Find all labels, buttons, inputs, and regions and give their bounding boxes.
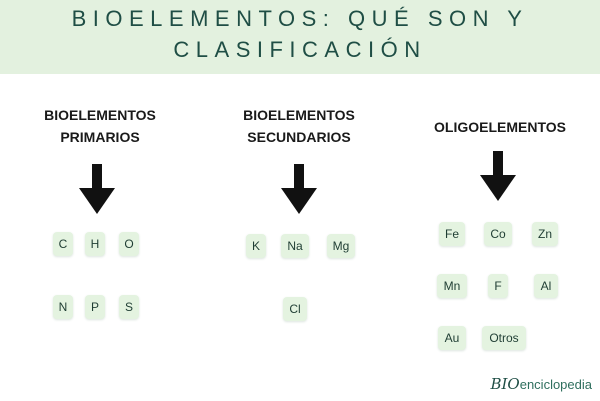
brand-site-name: enciclopedia (519, 377, 592, 392)
column-title-secundarios: BIOELEMENTOS SECUNDARIOS (214, 104, 384, 148)
column-title-line-2: SECUNDARIOS (247, 129, 351, 145)
element-chip-otros: Otros (482, 326, 526, 350)
element-chip-al: Al (534, 274, 558, 298)
element-chip-mn: Mn (437, 274, 467, 298)
element-chip-p: P (85, 295, 105, 319)
column-title-line-1: BIOELEMENTOS (243, 107, 355, 123)
down-arrow-icon (281, 164, 317, 214)
element-chip-n: N (53, 295, 73, 319)
element-chip-mg: Mg (327, 234, 355, 258)
brand-logo: BIOenciclopedia (490, 375, 592, 393)
element-chip-c: C (53, 232, 73, 256)
element-chip-na: Na (281, 234, 309, 258)
down-arrow-icon (79, 164, 115, 214)
element-chip-f: F (488, 274, 508, 298)
page-title-line-2: CLASIFICACIÓN (173, 37, 427, 62)
element-chip-zn: Zn (532, 222, 558, 246)
title-banner: BIOELEMENTOS: QUÉ SON Y CLASIFICACIÓN (0, 0, 600, 74)
down-arrow-icon (480, 151, 516, 201)
page-title-line-1: BIOELEMENTOS: QUÉ SON Y (71, 6, 529, 31)
element-chip-o: O (119, 232, 139, 256)
element-chip-h: H (85, 232, 105, 256)
column-title-line-1: BIOELEMENTOS (44, 107, 156, 123)
element-chip-s: S (119, 295, 139, 319)
element-chip-cl: Cl (283, 297, 307, 321)
column-title-primarios: BIOELEMENTOS PRIMARIOS (15, 104, 185, 148)
column-title-line-2: PRIMARIOS (60, 129, 140, 145)
column-title-line-1: OLIGOELEMENTOS (434, 119, 566, 135)
element-chip-au: Au (438, 326, 466, 350)
column-title-oligoelementos: OLIGOELEMENTOS (415, 116, 585, 138)
element-chip-co: Co (484, 222, 512, 246)
brand-logo-mark: BIO (490, 375, 520, 393)
element-chip-k: K (246, 234, 266, 258)
element-chip-fe: Fe (439, 222, 465, 246)
